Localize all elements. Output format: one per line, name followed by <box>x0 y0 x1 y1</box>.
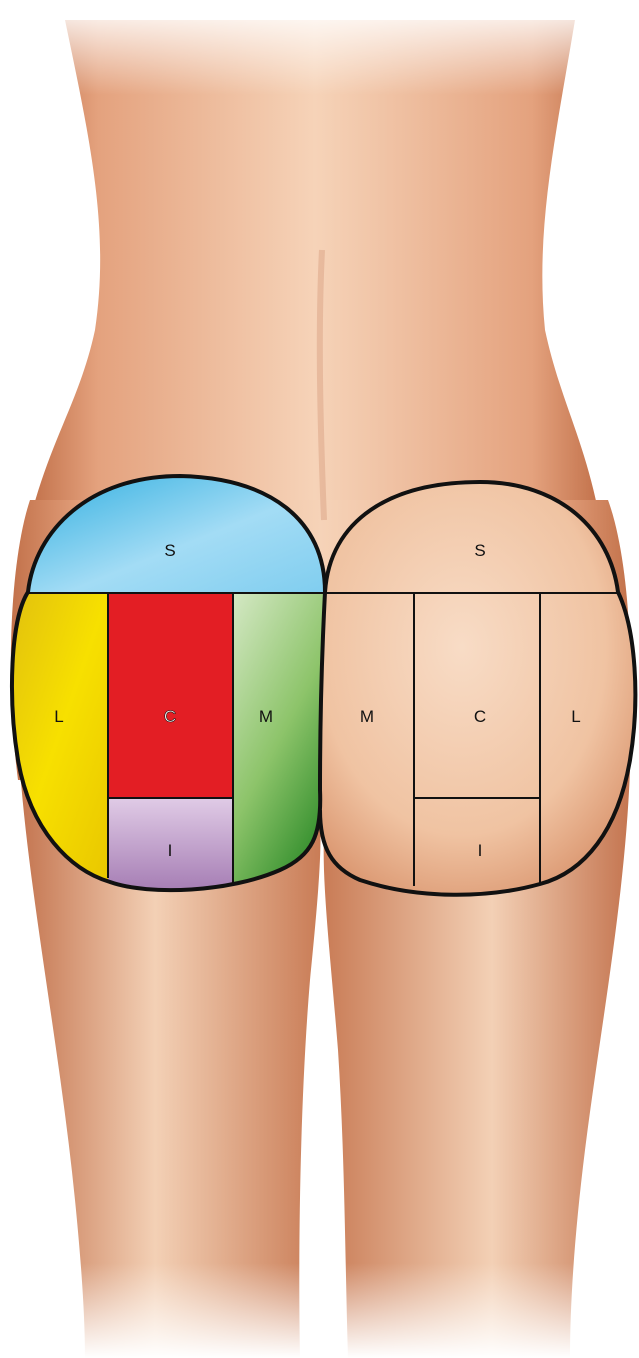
zone-central-left <box>108 593 233 798</box>
label-inferior-left: I <box>168 841 173 860</box>
label-medial-left: M <box>259 707 273 726</box>
label-superior-left: S <box>164 541 175 560</box>
label-central-left: C <box>164 707 176 726</box>
label-lateral-right: L <box>571 707 580 726</box>
label-lateral-left: L <box>54 707 63 726</box>
label-superior-right: S <box>474 541 485 560</box>
label-central-right: C <box>474 707 486 726</box>
label-medial-right: M <box>360 707 374 726</box>
label-inferior-right: I <box>478 841 483 860</box>
